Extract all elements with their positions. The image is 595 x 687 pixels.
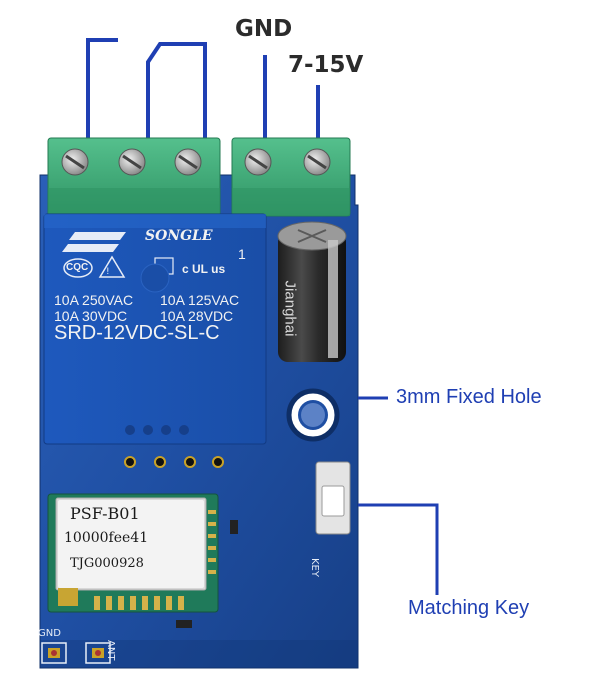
songle-logo-icon (62, 232, 126, 252)
svg-text:!: ! (106, 267, 110, 277)
relay-rating-2-left: 10A 30VDC (54, 308, 128, 324)
wifi-module (47, 493, 219, 613)
terminal-block-2pin (231, 137, 351, 217)
cqc-mark-icon (63, 258, 93, 278)
wifi-module-model: PSF-B01 (70, 504, 140, 523)
mounting-hole (286, 388, 340, 442)
wifi-module-serial: TJG000928 (70, 556, 144, 571)
matching-key-pointer (358, 503, 439, 595)
ant-silkscreen: ANT (105, 640, 116, 661)
relay-cert-right: c UL us (182, 262, 226, 276)
relay-cert-left: CQC (66, 262, 89, 273)
relay-component: ! (43, 213, 267, 445)
key-silkscreen: KEY (309, 558, 320, 577)
wifi-module-id: 10000fee41 (64, 530, 149, 546)
terminal-wiring-lines (86, 38, 320, 140)
header-pads (124, 456, 224, 468)
gnd-silkscreen: GND (38, 628, 61, 639)
matching-key-button (315, 461, 351, 535)
relay-brand: SONGLE (145, 228, 213, 244)
capacitor-brand: Jianghai (281, 280, 299, 337)
relay-rating-2-right: 10A 28VDC (160, 308, 234, 324)
relay-rating-1-left: 10A 250VAC (54, 292, 134, 308)
led-ant (85, 642, 111, 664)
led-gnd (41, 642, 67, 664)
electrolytic-capacitor (277, 221, 347, 362)
relay-rating-1-right: 10A 125VAC (160, 292, 240, 308)
terminal-block-3pin (47, 137, 221, 217)
relay-model: SRD-12VDC-SL-C (54, 322, 220, 344)
fixed-hole-label: 3mm Fixed Hole (396, 386, 542, 408)
matching-key-label: Matching Key (408, 597, 530, 619)
warning-triangle-icon (98, 255, 126, 278)
smd-components (176, 520, 238, 628)
voltage-label: 7-15V (288, 52, 364, 78)
relay-cert-num: 1 (238, 246, 246, 262)
gnd-label: GND (235, 16, 293, 42)
